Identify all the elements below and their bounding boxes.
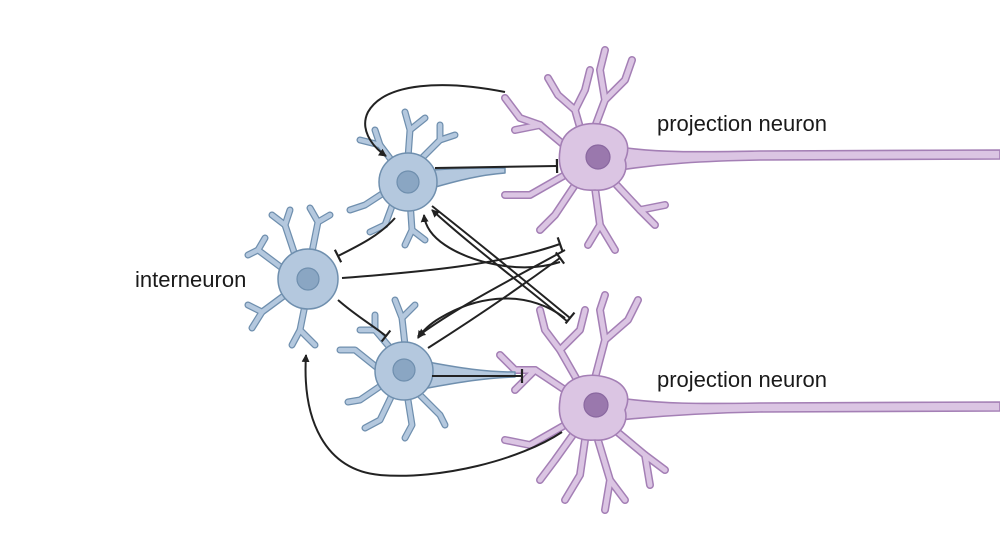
conn-intertop-to-projtop [434,158,559,174]
interneuron-left [244,204,339,349]
projection-neuron-top [501,46,1000,254]
projection-neuron-bottom [496,291,1000,514]
projection-top-nucleus [585,144,611,170]
conn-interleft-to-projtop [341,237,564,279]
conn-projtop-to-interbottom [417,249,566,337]
conn-interleft-to-interbottom [337,299,392,343]
interneuron-top-nucleus [396,170,420,194]
connections [301,84,576,477]
interneuron-left-nucleus [296,267,320,291]
projection-neuron-top-label: projection neuron [657,111,828,136]
projection-neuron-bottom-label: projection neuron [657,367,828,392]
conn-projbottom-to-intertop [431,209,569,323]
conn-projtop-to-intertop [364,84,506,157]
projection-bottom-nucleus [583,392,609,418]
interneuron-label: interneuron [135,267,247,292]
interneuron-top [346,108,506,249]
conn-interbottom-to-projtop [427,251,566,349]
conn-projbottom-to-interbottom [417,297,566,339]
conn-intertop-to-projbottom [431,205,576,325]
conn-projbottom-to-interleft [301,354,563,477]
interneuron-bottom [336,296,516,442]
conn-intertop-to-interleft [333,217,396,263]
interneuron-bottom-nucleus [392,358,416,382]
conn-projtop-to-intertop-lower [420,214,561,269]
